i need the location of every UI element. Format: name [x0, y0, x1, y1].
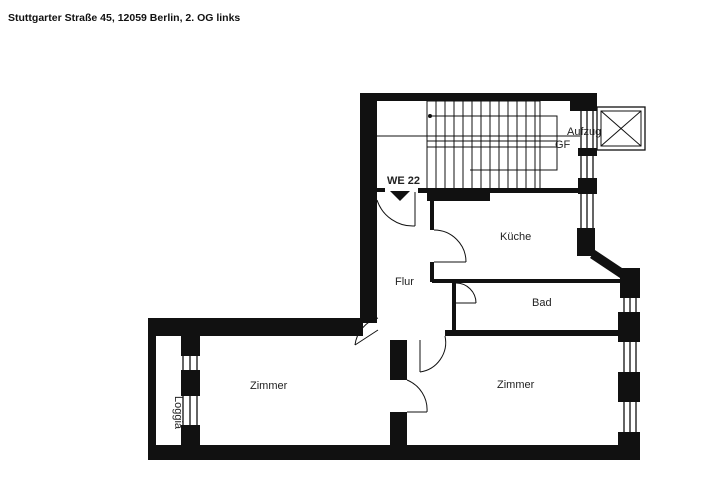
hallway-label: Flur: [395, 276, 414, 288]
page-title: Stuttgarter Straße 45, 12059 Berlin, 2. …: [8, 12, 241, 24]
room-left-label: Zimmer: [250, 380, 288, 392]
unit-label: WE 22: [387, 175, 420, 187]
ground-floor-label: GF: [555, 139, 571, 151]
doors: [354, 192, 477, 413]
elevator: [596, 106, 646, 151]
loggia-label: Loggia: [172, 396, 184, 430]
staircase: [377, 100, 580, 190]
bathroom-label: Bad: [532, 297, 552, 309]
kitchen-label: Küche: [500, 231, 531, 243]
walls: [148, 93, 640, 460]
entrance-arrow-icon: [390, 191, 410, 201]
elevator-label: Aufzug: [567, 126, 601, 138]
room-right-label: Zimmer: [497, 379, 535, 391]
